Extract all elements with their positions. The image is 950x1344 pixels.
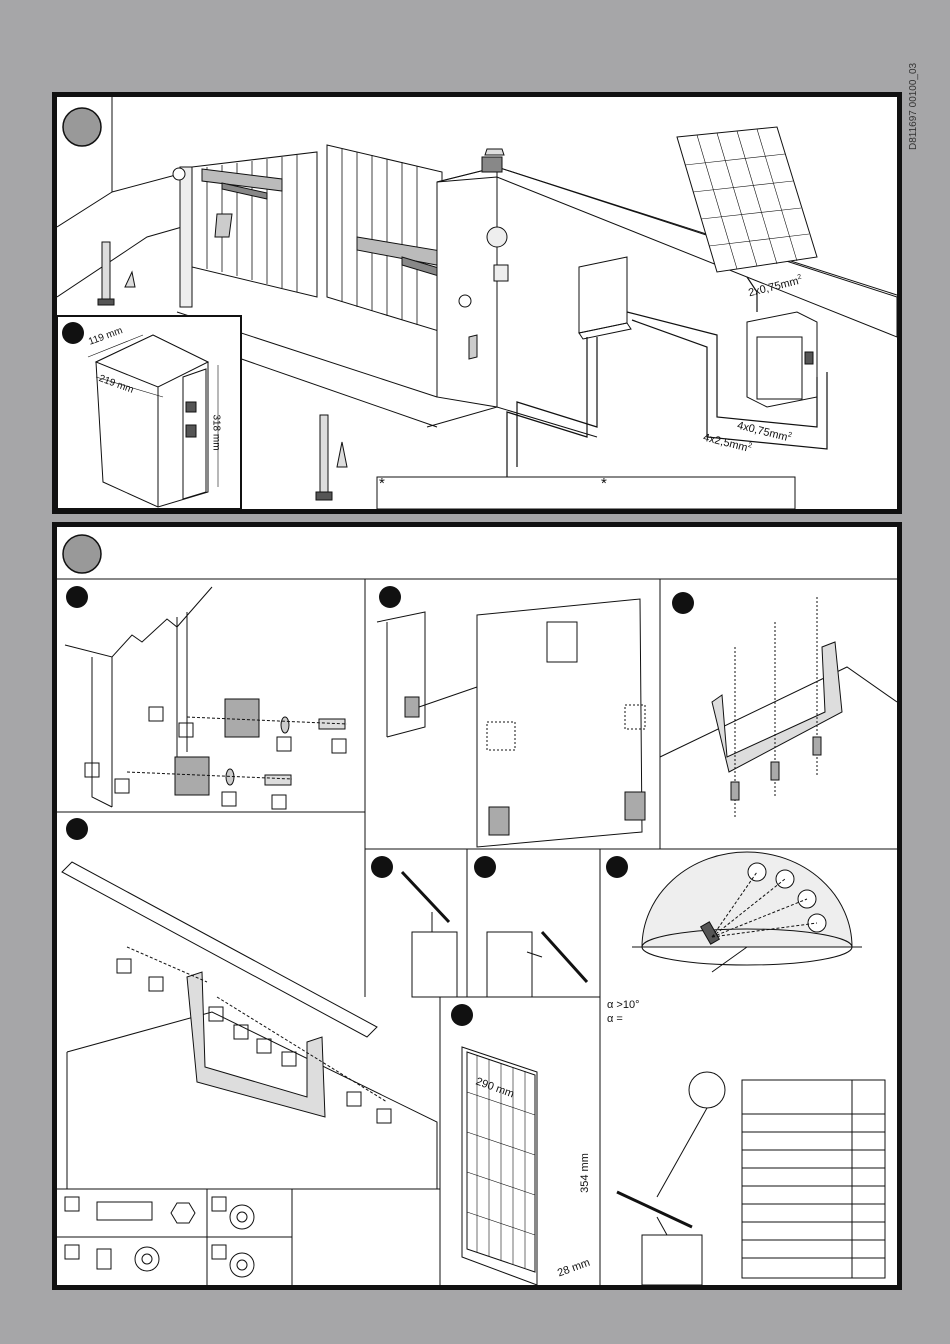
note-star-2: *	[601, 475, 607, 492]
angle-min-label: α >10°	[607, 999, 639, 1011]
panel-solar-mounting: α >10° α = 290 mm 354 mm 28 mm	[52, 522, 902, 1290]
note-star-1: *	[379, 475, 385, 492]
panel-installation-overview: 2x0,75mm2 4x0,75mm2 4x2,5mm2 * * 119 mm …	[52, 92, 902, 514]
panel-dim-height: 354 mm	[579, 1153, 591, 1193]
control-box-drawing	[58, 317, 240, 508]
dim-height: 318 mm	[211, 414, 222, 450]
solar-mounting-drawing	[57, 527, 897, 1285]
angle-eq-label: α =	[607, 1013, 623, 1025]
document-code-text: D811697 00100_03	[908, 62, 919, 150]
inset-control-box-dimensions: 119 mm 219 mm 318 mm	[56, 315, 242, 510]
document-code: D811697 00100_03	[902, 42, 922, 162]
step-circle-a	[63, 108, 101, 146]
step-circle-b	[63, 535, 101, 573]
